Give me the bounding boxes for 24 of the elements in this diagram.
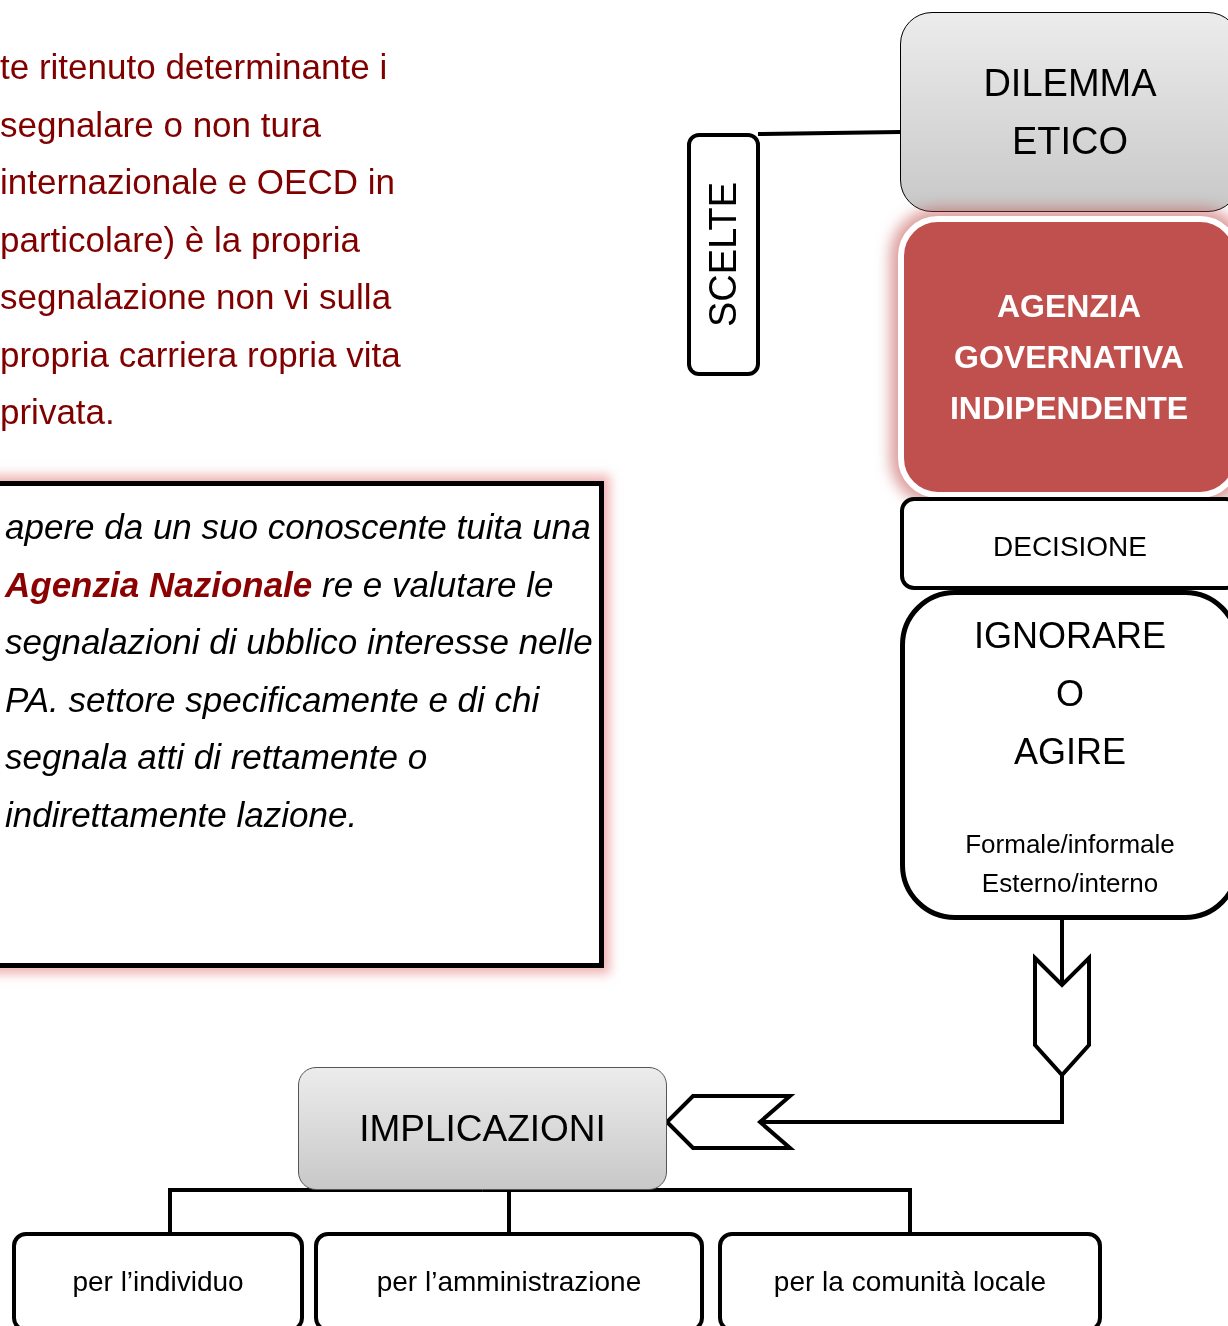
text-box [0, 481, 604, 968]
box-label: per la comunità locale [772, 1266, 1048, 1298]
dilemma-box [900, 12, 1228, 212]
choice-box [687, 133, 760, 376]
box-label: AGENZIA GOVERNATIVA INDIPENDENTE [948, 286, 1190, 428]
implications-box [298, 1067, 667, 1190]
box-label: per l’individuo [71, 1266, 245, 1298]
paragraph: te ritenuto determinante i segnalare o non tura internazionale e OECD in particolare) è la propria segnalazione non vi sulla propria carriera ropria vita privata. [0, 46, 402, 433]
outcome-box [718, 1232, 1102, 1326]
connector-line [168, 1188, 483, 1232]
box-label: per l’amministrazione [375, 1266, 643, 1298]
box-label: SCELTE [702, 182, 745, 327]
decision-box [900, 497, 1228, 590]
outcome-box [12, 1232, 304, 1326]
box-note: Formale/informale Esterno/interno [964, 828, 1176, 900]
option-box [900, 590, 1228, 920]
connector-line [482, 1188, 912, 1232]
box-label: DILEMMA ETICO [982, 61, 1158, 164]
connector-line [757, 130, 901, 136]
outcome-box [314, 1232, 704, 1326]
box-label: DECISIONE [992, 531, 1148, 563]
box-label: IGNORARE O AGIRE [973, 614, 1167, 774]
box-label: IMPLICAZIONI [358, 1107, 607, 1150]
paragraph: apere da un suo conoscente tuita una Agenzia Nazionale re e valutare le segnalazioni di ubblico interesse nelle PA. settore specificamente e di chi segnala atti di rettamente o indirettamente lazione. [5, 506, 594, 836]
